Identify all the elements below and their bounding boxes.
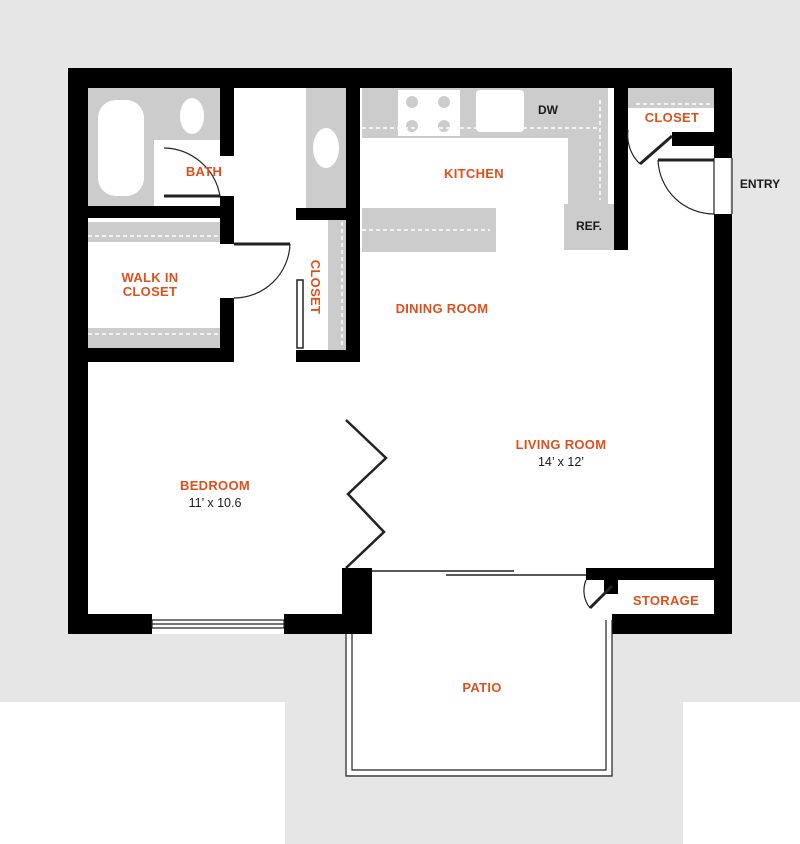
openings: [151, 129, 733, 777]
wall-right-upper: [714, 68, 732, 158]
walk-in-closet-shelf-bottom: [88, 328, 220, 348]
label-hall-closet: CLOSET: [308, 260, 323, 315]
wall-patio-left-post: [342, 568, 372, 634]
room-labels: BATH WALK IN CLOSET CLOSET KITCHEN CLOSE…: [122, 103, 781, 695]
label-entry: ENTRY: [740, 177, 780, 191]
dimension-living-room: 14’ x 12’: [538, 455, 584, 469]
label-kitchen: KITCHEN: [444, 166, 504, 181]
fixtures: [88, 88, 714, 350]
burner-1: [406, 96, 418, 108]
wall-left: [68, 68, 88, 634]
label-walk-in-closet-2: CLOSET: [123, 284, 178, 299]
patio-railing-inner: [351, 620, 607, 771]
wall-wic-bottom: [88, 348, 234, 362]
wall-right-lower: [714, 214, 732, 634]
wall-hall-closet-right: [346, 88, 360, 362]
wic-door-swing: [233, 243, 291, 299]
toilet-bowl: [180, 98, 204, 134]
wall-storage-top: [586, 568, 714, 580]
wall-hall-closet-bottom: [296, 350, 360, 362]
burner-2: [438, 96, 450, 108]
wall-wic-right-lower: [220, 298, 234, 356]
label-entry-closet: CLOSET: [645, 110, 700, 125]
dishwasher: [528, 90, 568, 130]
label-refrigerator: REF.: [576, 219, 602, 233]
walk-in-closet-shelf-top: [88, 222, 220, 242]
wall-kitchen-right: [614, 88, 628, 250]
shelf-guides: [88, 100, 710, 346]
storage-door-swing: [583, 579, 591, 609]
walls: [68, 68, 732, 634]
wall-bottom-right: [612, 614, 732, 634]
patio-railing-outer: [345, 620, 613, 777]
label-walk-in-closet-1: WALK IN: [122, 270, 179, 285]
hall-closet-slider: [296, 279, 304, 349]
entry-closet-door-swing: [627, 129, 641, 165]
label-dishwasher: DW: [538, 103, 559, 117]
wall-bottom-left: [68, 614, 152, 634]
storage-door-leaf: [588, 584, 614, 610]
wall-bottom-mid: [284, 614, 346, 634]
entry-door-swing: [657, 159, 715, 215]
bath-door-swing: [163, 147, 221, 197]
kitchen-counter-right: [568, 88, 608, 204]
hall-closet-shelf: [328, 220, 348, 350]
burner-4: [438, 120, 450, 132]
label-living-room: LIVING ROOM: [516, 437, 607, 452]
dimension-bedroom: 11’ x 10.6: [189, 496, 242, 510]
wall-bath-right: [220, 88, 234, 156]
label-patio: PATIO: [462, 680, 501, 695]
burner-3: [406, 120, 418, 132]
wall-bath-bottom: [88, 206, 234, 218]
patio-floor: [346, 575, 612, 775]
label-storage: STORAGE: [633, 593, 699, 608]
label-bath: BATH: [186, 164, 222, 179]
wall-wic-right-upper: [220, 218, 234, 244]
wall-entry-closet-bottom: [672, 132, 714, 146]
label-dining-room: DINING ROOM: [396, 301, 489, 316]
wall-top: [68, 68, 732, 88]
entry-closet-door-leaf: [639, 134, 673, 166]
vanity-sink: [313, 128, 339, 168]
bathtub-basin: [98, 100, 144, 196]
refrigerator: [564, 204, 614, 250]
bifold-partition: [345, 419, 388, 569]
label-bedroom: BEDROOM: [180, 478, 250, 493]
entry-closet-shelf: [628, 88, 714, 108]
wall-hall-top: [296, 208, 346, 220]
kitchen-sink: [476, 90, 524, 132]
